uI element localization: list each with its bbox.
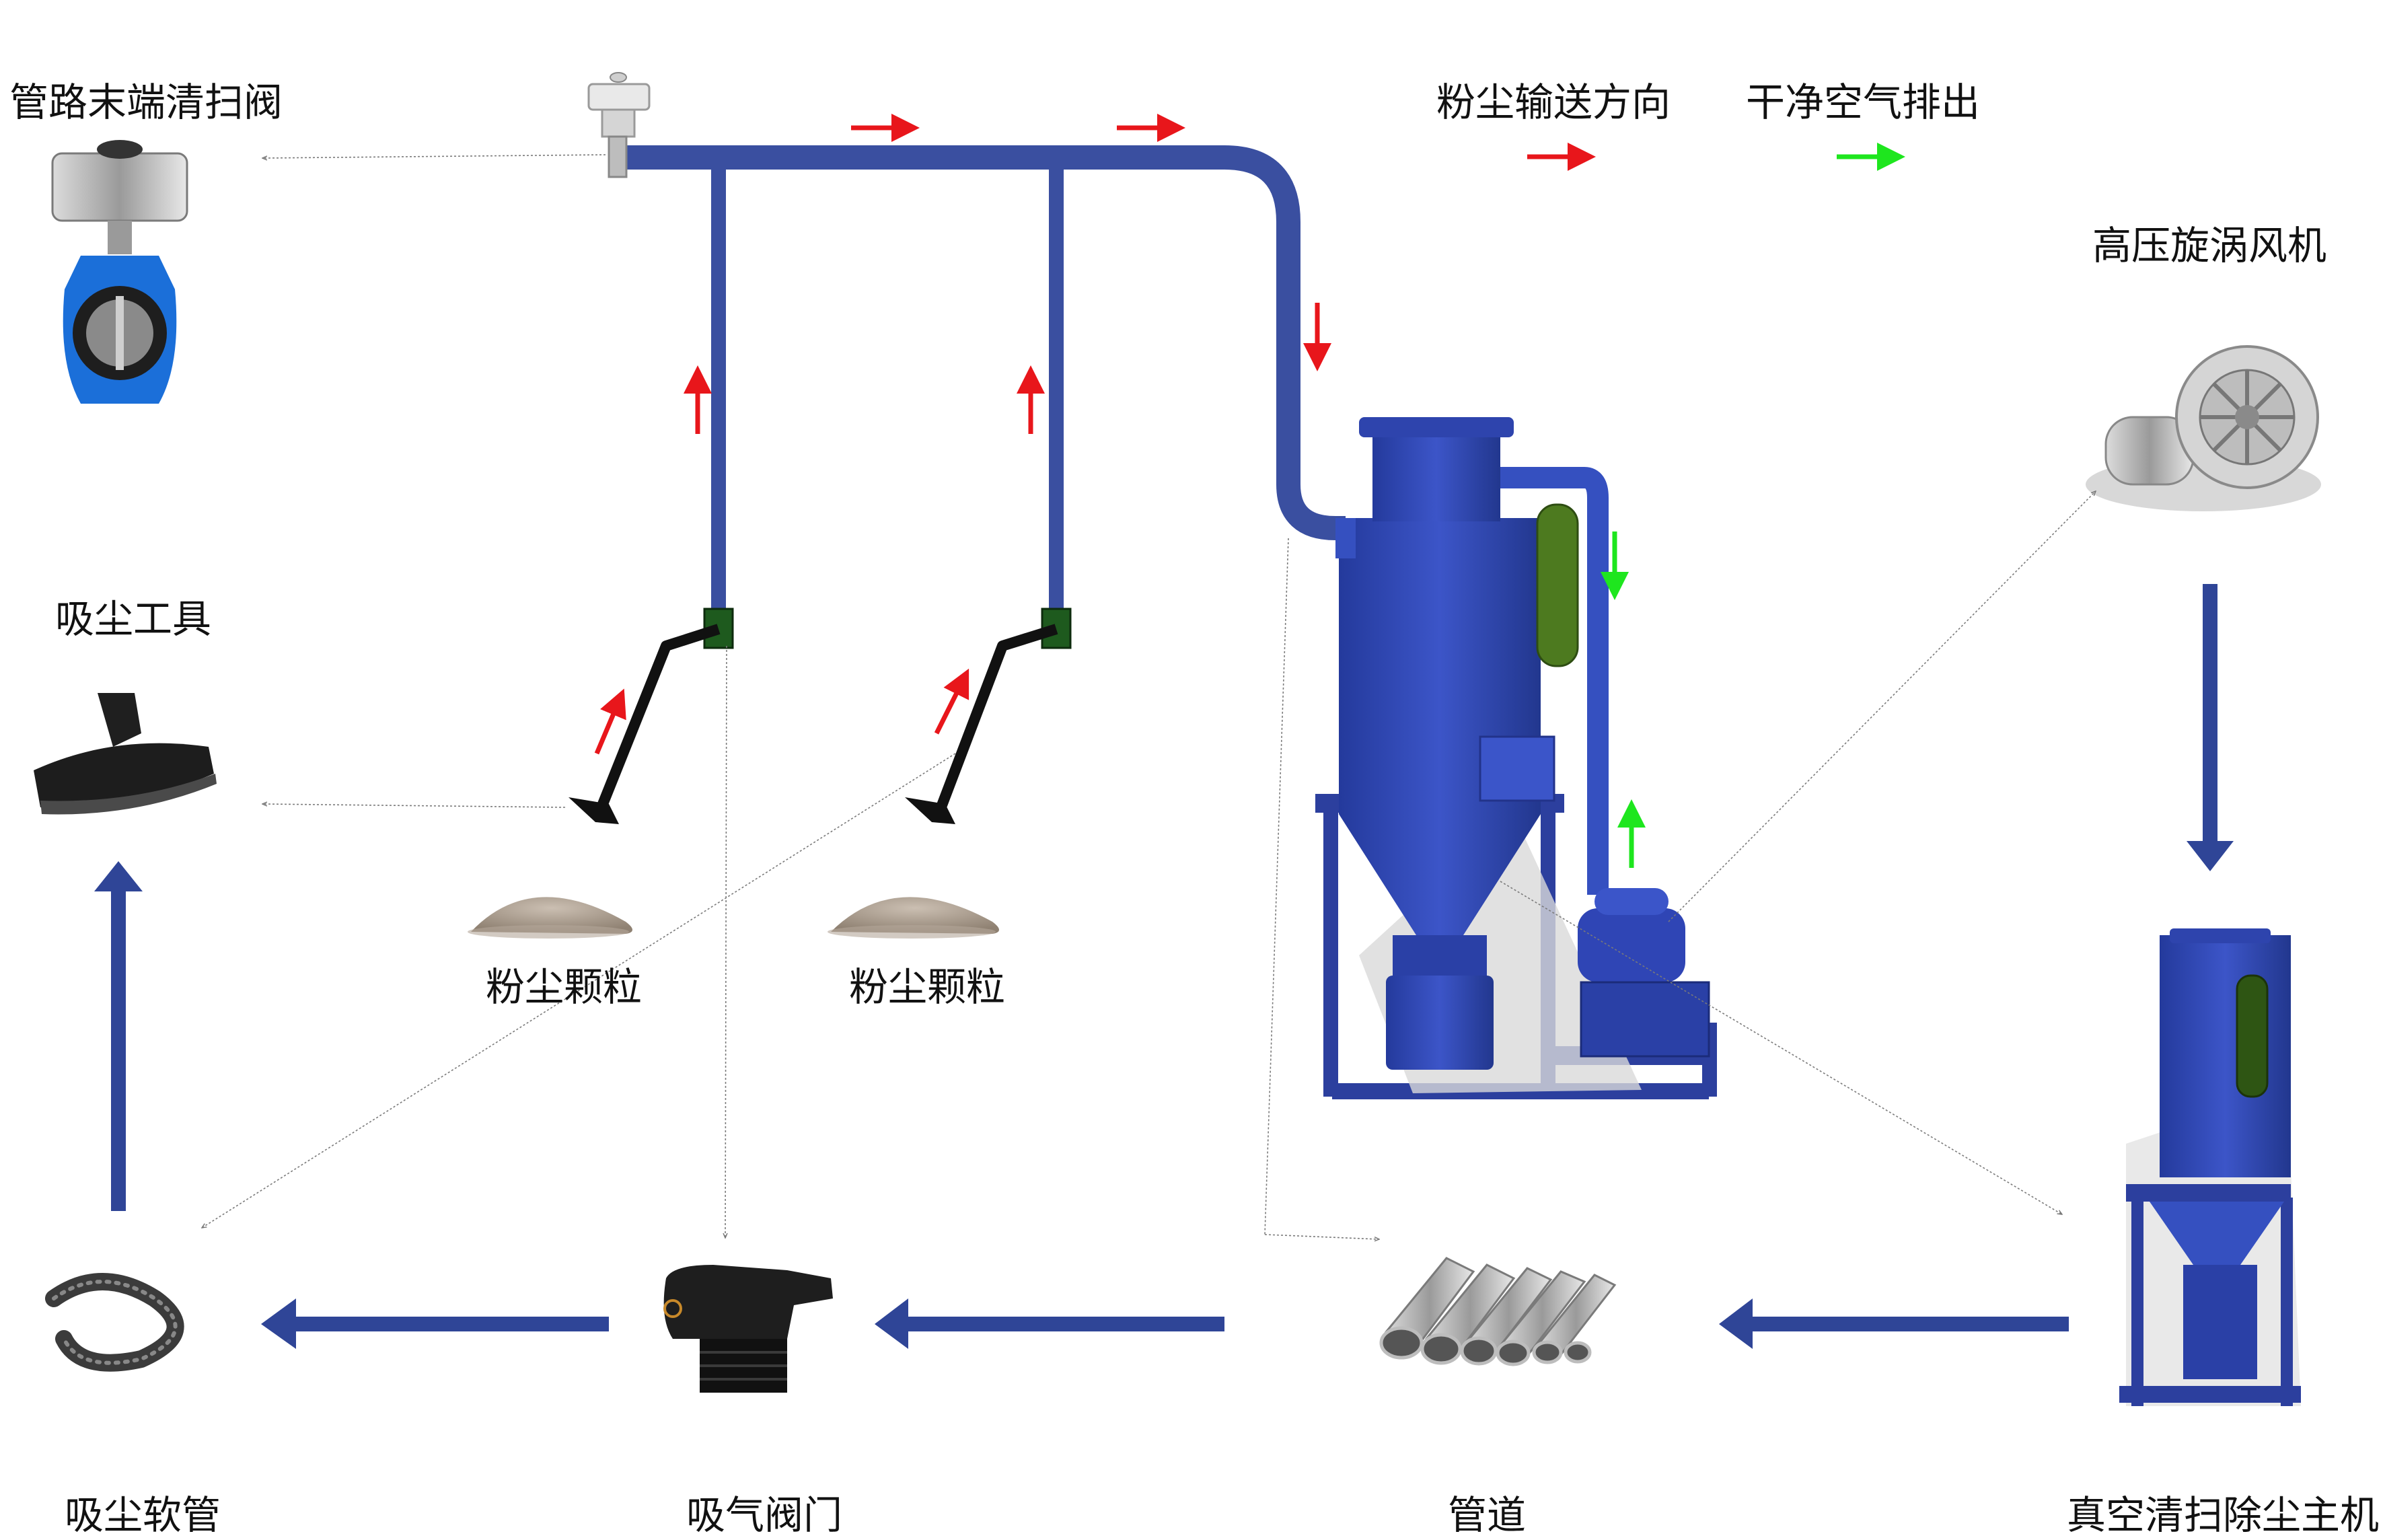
flexible-hose-icon: [45, 1273, 184, 1372]
suction-arm-2: [905, 608, 1072, 824]
vortex-blower-icon: [2086, 345, 2321, 511]
main-pipe-network: [619, 145, 1346, 612]
dust-collector-icon: [1315, 417, 1717, 1099]
legend-dust-direction-label: 粉尘输送方向: [1436, 79, 1671, 125]
suction-arm-1: [569, 608, 734, 824]
dust-pile-icon: [828, 897, 999, 939]
legend-clean-air-label: 干净空气排出: [1746, 79, 1981, 125]
main-unit-dust-collector-icon: [2119, 928, 2301, 1406]
intake-valve-label: 吸气阀门: [686, 1492, 843, 1538]
pointer-lines: [202, 154, 2096, 1239]
valve-actuator-icon: [587, 72, 651, 178]
dust-flow-arrows: [594, 114, 1331, 755]
intake-valve-icon: [663, 1265, 833, 1393]
main-unit-label: 真空清扫除尘主机: [2067, 1492, 2380, 1538]
header-pipe: [619, 145, 1346, 540]
steel-pipes-icon: [1379, 1257, 1617, 1366]
floor-brush-icon: [34, 693, 217, 815]
vacuum-tool-label: 吸尘工具: [55, 596, 212, 642]
hose-label: 吸尘软管: [65, 1492, 221, 1538]
dust-pile-icon: [468, 897, 632, 939]
dust-particles-label-2: 粉尘颗粒: [849, 964, 1006, 1010]
clean-air-arrows: [1601, 531, 1646, 868]
pipe-label: 管道: [1448, 1492, 1527, 1538]
dust-particles-label-1: 粉尘颗粒: [486, 964, 643, 1010]
butterfly-valve-icon: [51, 140, 188, 404]
blower-label: 高压旋涡风机: [2092, 223, 2327, 268]
flow-arrows-main: [94, 584, 2234, 1349]
end-valve-label: 管路末端清扫阀: [9, 79, 283, 125]
